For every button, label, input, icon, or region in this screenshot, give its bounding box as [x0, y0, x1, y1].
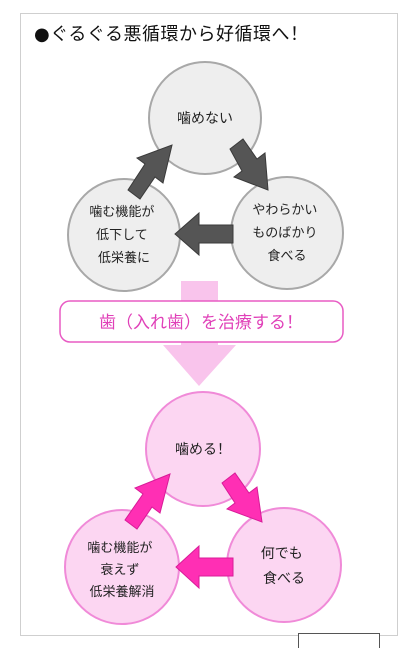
treatment-banner: [59, 300, 344, 343]
bottom-arrow-up-right: [124, 473, 171, 530]
bottom-node-eat-anything-label: 何でも 食べる: [261, 546, 307, 587]
top-cycle: 噛めない やわらかい ものばかり 食べる 噛む機能が 低下して 低栄養に: [67, 61, 344, 292]
top-node-cant-chew-label: 噛めない: [177, 111, 233, 127]
treatment-banner-text: 歯（入れ歯）を治療する！: [99, 313, 303, 333]
top-arrow-up-right: [127, 144, 173, 200]
treatment-section: 歯（入れ歯）を治療する！: [59, 281, 344, 386]
bottom-node-eat-anything: [226, 507, 342, 623]
bottom-cycle: 噛める！ 何でも 食べる 噛む機能が 衰えず 低栄養解消: [64, 391, 342, 625]
diagram-title: ●ぐるぐる悪循環から好循環へ！: [34, 24, 309, 45]
bottom-node-no-malnutrition-label: 噛む機能が 衰えず 低栄養解消: [87, 541, 156, 600]
top-arrow-right-down: [229, 138, 269, 191]
top-node-soft-food-label: やわらかい ものばかり 食べる: [252, 203, 321, 264]
top-node-malnutrition-label: 噛む機能が 低下して 低栄養に: [89, 205, 158, 266]
bottom-arrow-right-down: [221, 472, 263, 523]
bottom-node-can-chew-label: 噛める！: [175, 442, 231, 458]
top-arrow-left: [174, 211, 234, 257]
top-node-cant-chew: [148, 61, 262, 175]
bottom-arrow-left: [175, 544, 234, 590]
down-arrow-head: [163, 345, 236, 386]
